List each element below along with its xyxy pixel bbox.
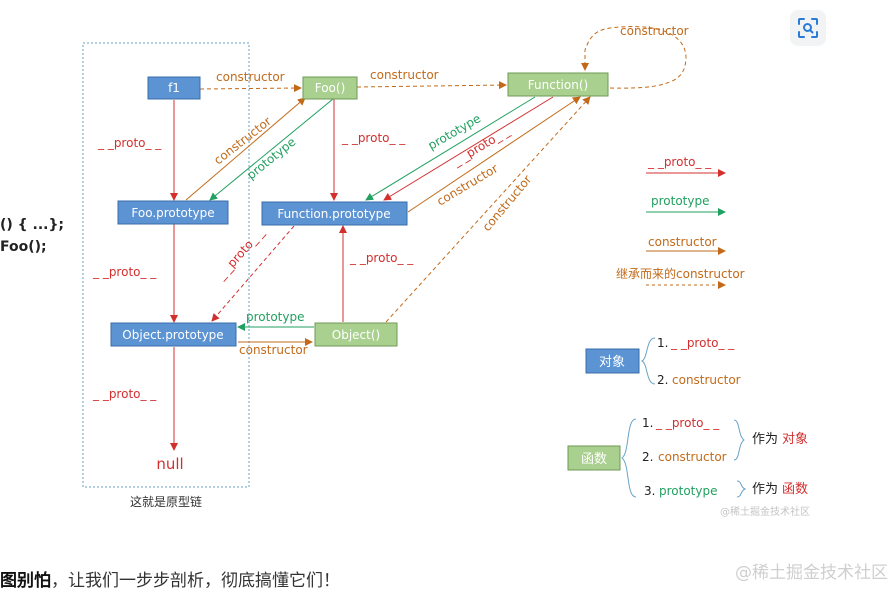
- object-brace: [640, 337, 656, 385]
- label-funcproto-constructor: constructor: [434, 161, 500, 208]
- object-label: 对象: [599, 355, 625, 370]
- object-label-box: [585, 348, 640, 374]
- scan-icon: [798, 18, 818, 38]
- edge-function-proto: [383, 96, 554, 201]
- node-object-label: Object(): [332, 328, 380, 342]
- function-item2-num: 2.: [642, 450, 653, 464]
- label-foo-constructor: constructor: [370, 68, 439, 82]
- edge-function-prototype: [365, 96, 536, 201]
- label-function-self-constructor: constructor: [620, 24, 689, 38]
- node-foo-label: Foo(): [315, 81, 346, 95]
- as-object-brace: [733, 419, 745, 461]
- object-item1-num: 1.: [657, 336, 668, 350]
- legend-proto-label: _ _proto_ _: [647, 155, 712, 169]
- function-label-box: [567, 445, 621, 471]
- node-f1-label: f1: [168, 81, 180, 95]
- function-item2: constructor: [658, 450, 727, 464]
- node-function-label: Function(): [528, 78, 588, 92]
- image-scan-button[interactable]: [790, 10, 826, 46]
- object-item1: _ _proto_ _: [670, 336, 735, 350]
- code-line-1: () { ...};: [0, 217, 65, 233]
- node-object-prototype: Object.prototype: [110, 322, 237, 347]
- label-f1-constructor: constructor: [216, 70, 285, 84]
- edge-foo-function-constructor: [356, 81, 507, 90]
- code-line-2: Foo();: [0, 239, 47, 255]
- label-f1-proto: _ _proto_ _: [97, 136, 162, 150]
- function-item3-num: 3.: [644, 484, 655, 498]
- object-item2-num: 2.: [657, 373, 668, 387]
- prototype-chain-caption: 这就是原型链: [130, 494, 202, 509]
- label-object-prototype: prototype: [246, 310, 304, 324]
- node-function-prototype: Function.prototype: [261, 201, 408, 226]
- code-snippet: () { ...}; Foo();: [0, 214, 64, 258]
- edge-f1-foo-constructor: [199, 84, 302, 93]
- legend-constructor-label: constructor: [648, 235, 717, 249]
- node-object: Object(): [314, 322, 398, 347]
- node-foo-prototype: Foo.prototype: [117, 200, 229, 225]
- label-objproto-constructor: constructor: [239, 343, 308, 357]
- function-item3: prototype: [659, 484, 717, 498]
- as-object-word: 对象: [782, 432, 808, 447]
- legend-prototype-label: prototype: [651, 194, 709, 208]
- article-text-rest: ，让我们一步步剖析，彻底搞懂它们！: [51, 571, 340, 591]
- object-item2: constructor: [672, 373, 741, 387]
- edge-fooproto-foo-constructor: [185, 97, 306, 201]
- edge-funcproto-constructor: [407, 96, 581, 213]
- node-foo-prototype-label: Foo.prototype: [131, 206, 214, 220]
- node-function-prototype-label: Function.prototype: [277, 207, 390, 221]
- function-properties: 函数 1. _ _proto_ _ 2. constructor 3. prot…: [567, 416, 808, 498]
- label-fooproto-proto: _ _proto_ _: [92, 265, 157, 279]
- function-item1: _ _proto_ _: [655, 416, 720, 430]
- article-text: 图别怕，让我们一步步剖析，彻底搞懂它们！: [0, 566, 340, 591]
- legend: _ _proto_ _ prototype constructor 继承而来的c…: [616, 155, 745, 289]
- function-item1-num: 1.: [642, 416, 653, 430]
- edge-function-self-constructor: [581, 26, 687, 89]
- label-funcproto-proto: _ _proto_ _: [213, 225, 267, 283]
- node-function: Function(): [507, 72, 609, 97]
- node-null: null: [156, 455, 183, 473]
- bottom-watermark: @稀土掘金技术社区: [735, 563, 888, 583]
- node-object-prototype-label: Object.prototype: [122, 328, 223, 342]
- inner-watermark: @稀土掘金技术社区: [720, 507, 810, 518]
- node-foo: Foo(): [302, 76, 358, 100]
- legend-inherited-label: 继承而来的constructor: [616, 266, 745, 281]
- as-function-brace: [736, 480, 747, 498]
- function-brace: [621, 418, 637, 498]
- as-function-prefix: 作为: [752, 482, 778, 497]
- article-text-bold: 图别怕: [0, 571, 51, 591]
- edge-object-constructor: [385, 96, 591, 323]
- label-objproto-proto: _ _proto_ _: [92, 387, 157, 401]
- edge-foo-prototype: [209, 98, 334, 201]
- prototype-chain-box: [82, 42, 250, 488]
- label-object-proto: _ _proto_ _: [349, 251, 414, 265]
- function-label: 函数: [581, 452, 607, 467]
- as-object-prefix: 作为: [752, 432, 778, 447]
- as-function-word: 函数: [782, 482, 808, 497]
- label-foo-proto: _ _proto_ _: [341, 131, 406, 145]
- node-f1: f1: [147, 76, 201, 100]
- label-object-constructor: constructor: [480, 172, 535, 234]
- object-properties: 对象 1. _ _proto_ _ 2. constructor: [585, 336, 741, 387]
